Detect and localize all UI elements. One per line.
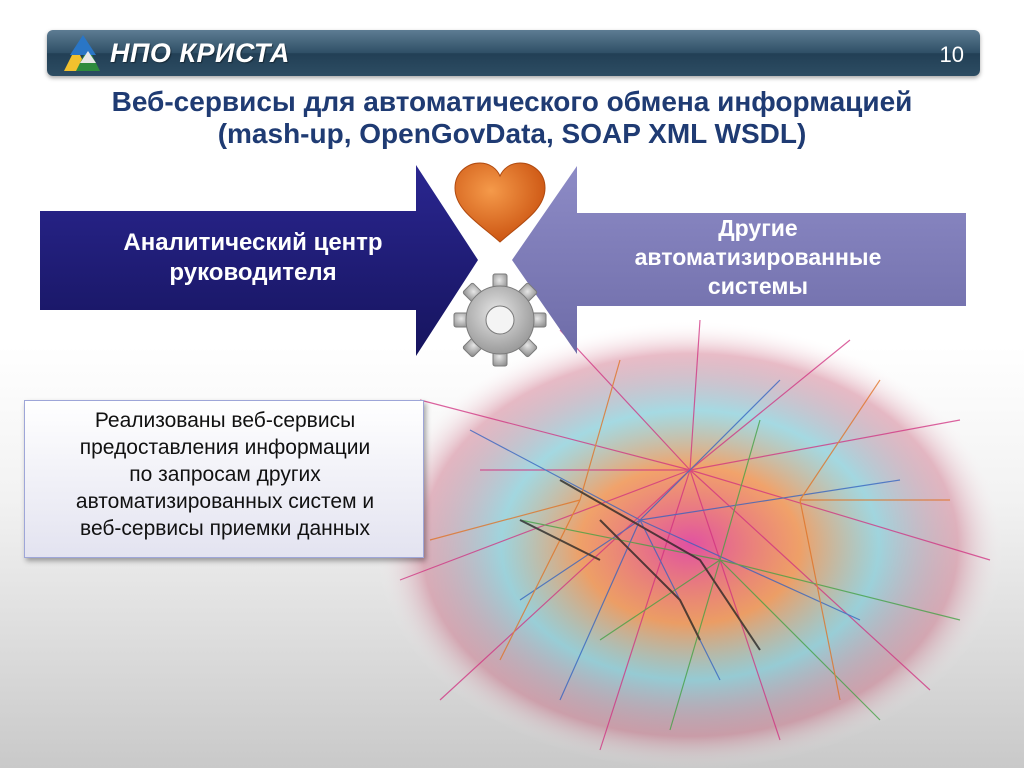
- info-line-3: по запросам других: [129, 463, 321, 486]
- info-line-4: автоматизированных систем и: [75, 490, 375, 513]
- page-number: 10: [939, 42, 964, 67]
- network-tree-image: [375, 319, 1005, 768]
- right-arrow-shape: [512, 166, 966, 354]
- left-arrow-shape: [40, 165, 478, 356]
- logo-text: НПО КРИСТА: [110, 38, 290, 68]
- info-line-5: веб-сервисы приемки данных: [80, 517, 370, 540]
- left-box-line-2: руководителя: [169, 259, 337, 286]
- heart-icon: [454, 162, 546, 243]
- right-box-line-3: системы: [707, 273, 809, 299]
- page-title: Веб-сервисы для автоматического обмена и…: [30, 86, 994, 150]
- right-box-line-1: Другие: [718, 215, 798, 241]
- logo-icon: [64, 35, 100, 71]
- right-box-line-2: автоматизированные: [634, 244, 882, 270]
- title-line-2: (mash-up, OpenGovData, SOAP XML WSDL): [217, 118, 807, 149]
- left-box-line-1: Аналитический центр: [123, 229, 383, 256]
- info-line-2: предоставления информации: [79, 436, 371, 459]
- gear-icon: [453, 273, 547, 367]
- right-box-label: Другие автоматизированные системы: [578, 214, 938, 301]
- left-box-label: Аналитический центр руководителя: [58, 228, 448, 288]
- info-text: Реализованы веб-сервисы предоставления и…: [25, 407, 425, 542]
- info-line-1: Реализованы веб-сервисы: [94, 409, 356, 432]
- header-bar: [47, 30, 980, 76]
- info-box: Реализованы веб-сервисы предоставления и…: [24, 400, 424, 558]
- title-line-1: Веб-сервисы для автоматического обмена и…: [111, 86, 913, 117]
